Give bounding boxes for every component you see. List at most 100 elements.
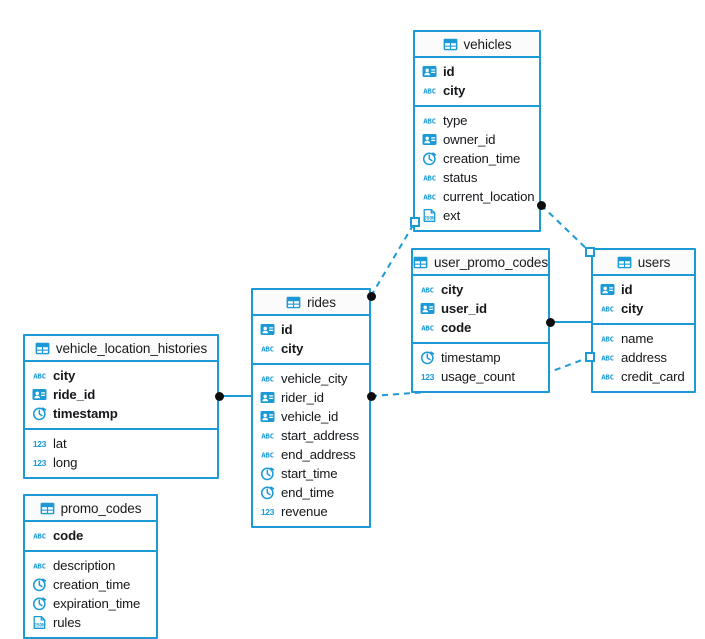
table-icon bbox=[35, 341, 50, 356]
svg-text:ABC: ABC bbox=[601, 334, 613, 343]
primary-key-name: ride_id bbox=[53, 387, 96, 402]
column-name: long bbox=[53, 455, 78, 470]
column-row[interactable]: end_time bbox=[253, 483, 369, 502]
source-dot-marker bbox=[214, 391, 224, 401]
abc-icon: ABC bbox=[422, 170, 437, 185]
table-header-users[interactable]: users bbox=[593, 250, 694, 276]
column-name: credit_card bbox=[621, 369, 685, 384]
table-header-promo_codes[interactable]: promo_codes bbox=[25, 496, 156, 522]
abc-icon: ABC bbox=[32, 528, 47, 543]
column-row[interactable]: creation_time bbox=[415, 149, 539, 168]
svg-text:ABC: ABC bbox=[423, 86, 435, 95]
primary-key-name: timestamp bbox=[53, 406, 118, 421]
svg-text:ABC: ABC bbox=[261, 450, 273, 459]
column-name: ext bbox=[443, 208, 461, 223]
column-row[interactable]: 123 usage_count bbox=[413, 367, 548, 386]
svg-text:ABC: ABC bbox=[601, 304, 613, 313]
abc-icon: ABC bbox=[260, 341, 275, 356]
column-row[interactable]: start_time bbox=[253, 464, 369, 483]
table-header-vehicle_location_histories[interactable]: vehicle_location_histories bbox=[25, 336, 217, 362]
svg-text:ABC: ABC bbox=[261, 431, 273, 440]
abc-icon: ABC bbox=[420, 282, 435, 297]
primary-key-row[interactable]: ride_id bbox=[25, 385, 217, 404]
column-name: usage_count bbox=[441, 369, 515, 384]
table-header-user_promo_codes[interactable]: user_promo_codes bbox=[413, 250, 548, 276]
primary-key-row[interactable]: id bbox=[253, 320, 369, 339]
table-title: user_promo_codes bbox=[434, 254, 548, 270]
column-row[interactable]: vehicle_id bbox=[253, 407, 369, 426]
uuid-icon bbox=[422, 64, 437, 79]
svg-text:ABC: ABC bbox=[33, 531, 45, 540]
column-name: vehicle_id bbox=[281, 409, 339, 424]
abc-icon: ABC bbox=[422, 113, 437, 128]
primary-key-name: city bbox=[621, 301, 644, 316]
column-name: current_location bbox=[443, 189, 535, 204]
column-row[interactable]: timestamp bbox=[413, 348, 548, 367]
column-row[interactable]: ABC status bbox=[415, 168, 539, 187]
column-row[interactable]: expiration_time bbox=[25, 594, 156, 613]
svg-text:ABC: ABC bbox=[33, 371, 45, 380]
svg-text:123: 123 bbox=[33, 439, 47, 449]
primary-key-row[interactable]: id bbox=[593, 280, 694, 299]
svg-text:ABC: ABC bbox=[423, 173, 435, 182]
table-header-rides[interactable]: rides bbox=[253, 290, 369, 316]
relationship-rides-to-vehicles[interactable] bbox=[370, 221, 416, 297]
column-row[interactable]: owner_id bbox=[415, 130, 539, 149]
primary-key-row[interactable]: ABC city bbox=[593, 299, 694, 318]
clock-icon bbox=[32, 406, 47, 421]
table-title: vehicles bbox=[463, 36, 512, 52]
column-name: creation_time bbox=[443, 151, 521, 166]
number-icon: 123 bbox=[420, 369, 435, 384]
source-dot-marker bbox=[545, 317, 555, 327]
clock-icon bbox=[32, 596, 47, 611]
relationship-vehicles-to-users[interactable] bbox=[540, 204, 591, 253]
column-row[interactable]: creation_time bbox=[25, 575, 156, 594]
column-name: end_time bbox=[281, 485, 335, 500]
svg-text:ABC: ABC bbox=[261, 344, 273, 353]
clock-icon bbox=[420, 350, 435, 365]
primary-key-row[interactable]: id bbox=[415, 62, 539, 81]
column-section-user_promo_codes: timestamp 123 usage_count bbox=[413, 344, 548, 391]
column-name: expiration_time bbox=[53, 596, 141, 611]
table-title: vehicle_location_histories bbox=[55, 340, 208, 356]
column-name: rider_id bbox=[281, 390, 324, 405]
column-name: description bbox=[53, 558, 116, 573]
primary-key-row[interactable]: timestamp bbox=[25, 404, 217, 423]
abc-icon: ABC bbox=[32, 368, 47, 383]
primary-key-row[interactable]: user_id bbox=[413, 299, 548, 318]
svg-text:ABC: ABC bbox=[261, 374, 273, 383]
column-name: status bbox=[443, 170, 478, 185]
table-header-vehicles[interactable]: vehicles bbox=[415, 32, 539, 58]
target-square-marker bbox=[410, 217, 420, 227]
column-row[interactable]: rider_id bbox=[253, 388, 369, 407]
